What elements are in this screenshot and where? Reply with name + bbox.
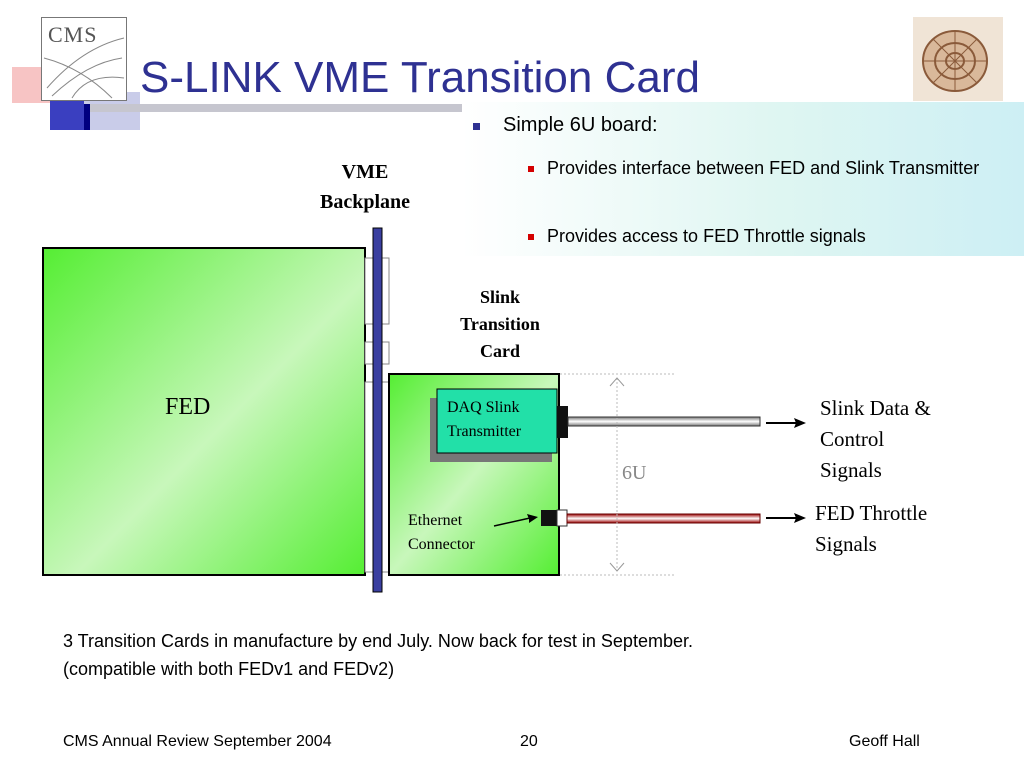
label-line: Card <box>480 341 520 361</box>
label-line: Control <box>820 427 885 451</box>
arrow-head <box>794 513 806 523</box>
ethernet-arrow <box>493 517 531 527</box>
label-line: Transition <box>460 314 540 334</box>
label-line: Signals <box>820 458 882 482</box>
label-line: Connector <box>408 536 475 553</box>
label-line: Backplane <box>319 191 411 213</box>
daq-slink-transmitter <box>436 388 558 454</box>
slink-connector <box>557 406 568 438</box>
label-line: Slink <box>479 287 521 307</box>
arrow-head <box>794 418 806 428</box>
label-line: Ethernet <box>408 512 463 529</box>
ethernet-plug <box>556 509 568 527</box>
status-note: 3 Transition Cards in manufacture by end… <box>63 627 693 683</box>
bullet-panel <box>462 102 1024 256</box>
label-line: Slink Data & <box>820 396 931 420</box>
height-label: 6U <box>622 462 647 484</box>
bullet-marker <box>528 166 534 172</box>
slide-number: 20 <box>520 733 538 750</box>
bullet-level1: Simple 6U board: <box>503 114 658 136</box>
note-line: 3 Transition Cards in manufacture by end… <box>63 631 693 651</box>
cms-logo <box>41 17 127 101</box>
slink-card-label: Slink Transition Card <box>440 284 560 365</box>
dimension-arrow <box>609 562 625 572</box>
ethernet-label: Ethernet Connector <box>408 509 475 557</box>
fed-label: FED <box>165 394 211 420</box>
label-line: DAQ Slink <box>447 399 520 416</box>
bullet-marker <box>473 123 480 130</box>
detector-image <box>913 17 1003 101</box>
footer-left: CMS Annual Review September 2004 <box>63 733 332 750</box>
vme-backplane <box>372 227 383 593</box>
footer-author: Geoff Hall <box>849 733 920 750</box>
slink-signals-label: Slink Data & Control Signals <box>820 393 931 486</box>
fed-board <box>42 247 366 576</box>
note-line: (compatible with both FEDv1 and FEDv2) <box>63 659 395 679</box>
bullet-marker <box>528 234 534 240</box>
transition-card-diagram <box>42 227 806 593</box>
throttle-signals-label: FED Throttle Signals <box>815 498 927 560</box>
ethernet-arrow-head <box>527 514 538 523</box>
deco-bar-dark <box>84 104 90 130</box>
slink-cable <box>567 416 761 427</box>
bullet-level2: Provides interface between FED and Slink… <box>547 158 980 178</box>
bullet-level2: Provides access to FED Throttle signals <box>547 226 866 246</box>
slide-title: S-LINK VME Transition Card <box>140 53 700 102</box>
daq-slink-label: DAQ Slink Transmitter <box>447 396 521 444</box>
throttle-cable <box>566 513 761 524</box>
vme-backplane-label: VME Backplane <box>300 157 430 217</box>
label-line: FED Throttle <box>815 501 928 525</box>
label-line: Signals <box>815 532 877 556</box>
ethernet-connector <box>541 510 557 526</box>
cms-logo-text: CMS <box>48 22 98 47</box>
label-line: Transmitter <box>447 423 522 440</box>
label-line: VME <box>341 161 389 183</box>
dimension-arrow <box>609 377 625 387</box>
